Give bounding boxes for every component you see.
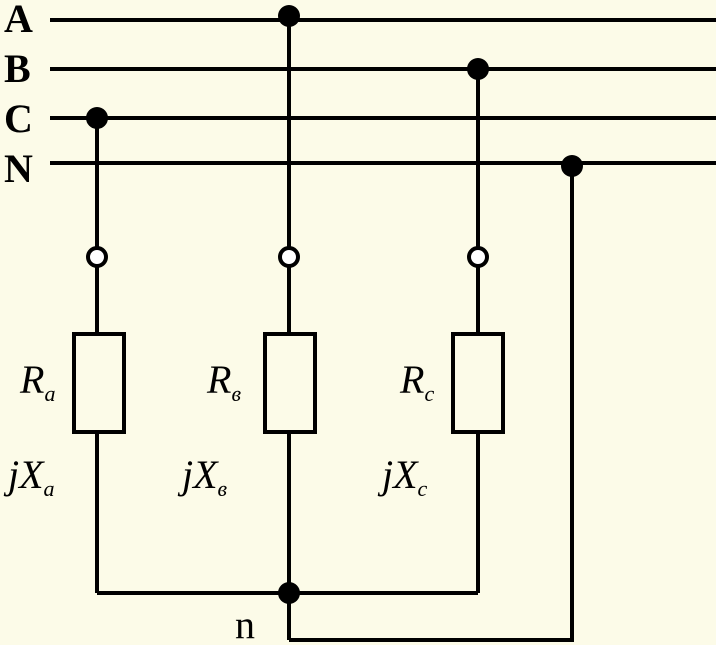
junction-dot-a [278,5,300,27]
junction-dot-c [86,107,108,129]
reactance-label-c: jXc [377,452,428,501]
load-branch-c [451,58,505,593]
reactance-label-a: jXa [3,452,55,501]
bus-label-c: C [4,96,33,141]
junction-dot-n [561,155,583,177]
impedance-box-a [72,332,126,434]
terminal-c [467,246,489,268]
neutral-node-dot [278,582,300,604]
resistance-label-a: Ra [19,357,55,406]
neutral-node-label: n [235,602,255,645]
junction-dot-b [467,58,489,80]
bus-label-b: B [4,46,31,91]
impedance-box-b [263,332,317,434]
bus-label-a: A [4,0,33,41]
bus-label-n: N [4,146,33,191]
load-branch-a [72,107,126,593]
reactance-label-b: jXв [177,452,228,501]
neutral-return-wire [289,166,574,642]
load-branch-b [263,5,317,640]
terminal-b [278,246,300,268]
resistance-label-b: Rв [206,357,241,406]
resistance-label-c: Rc [399,357,434,406]
terminal-a [86,246,108,268]
impedance-box-c [451,332,505,434]
